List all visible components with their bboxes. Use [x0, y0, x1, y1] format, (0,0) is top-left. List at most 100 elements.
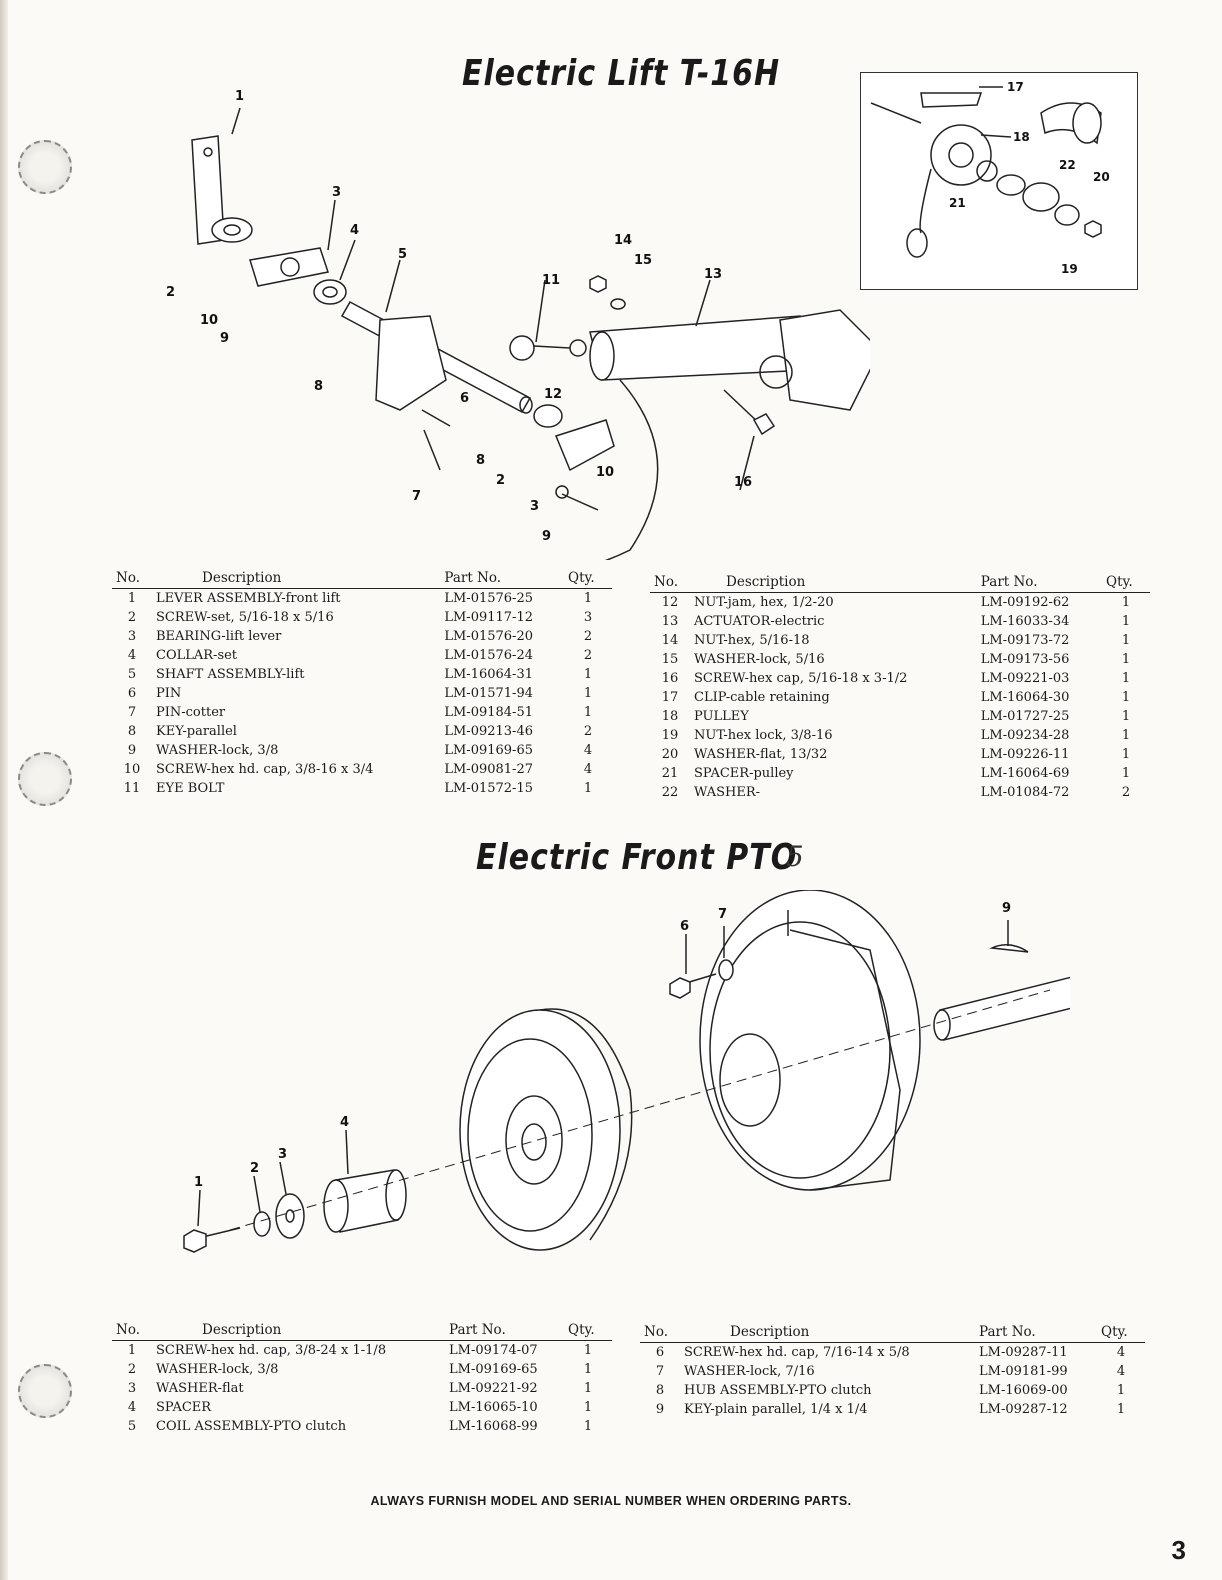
col-description: Description [680, 1324, 975, 1343]
cell-qty: 1 [1121, 747, 1131, 762]
col-part-no: Part No. [440, 570, 564, 589]
cell-description: COIL ASSEMBLY-PTO clutch [156, 1419, 347, 1434]
cell-part-no: LM-09169-65 [444, 743, 533, 758]
cell-part-no: LM-01576-24 [444, 648, 533, 663]
cell-qty: 1 [1121, 766, 1131, 781]
cell-description: LEVER ASSEMBLY-front lift [156, 591, 341, 606]
cell-no: 7 [127, 705, 137, 720]
cell-qty: 1 [1121, 671, 1131, 686]
punch-hole [18, 1364, 72, 1418]
cell-description: EYE BOLT [156, 781, 225, 796]
cell-part-no: LM-01571-94 [444, 686, 533, 701]
cell-part-no: LM-09169-65 [449, 1362, 538, 1377]
cell-part-no: LM-09173-56 [980, 652, 1070, 667]
callout-6: 6 [460, 391, 469, 406]
pto-callout-1: 1 [194, 1175, 203, 1190]
cell-no: 1 [127, 1343, 137, 1358]
cell-part-no: LM-09221-03 [980, 671, 1070, 686]
callout-17: 17 [1007, 80, 1024, 94]
cell-no: 15 [661, 652, 679, 667]
callout-1: 1 [235, 89, 244, 104]
cell-no: 12 [661, 595, 679, 610]
cell-part-no: LM-16064-31 [444, 667, 533, 682]
pto-callout-3: 3 [278, 1147, 287, 1162]
cell-qty: 1 [583, 1343, 593, 1358]
cell-part-no: LM-09174-07 [449, 1343, 538, 1358]
col-no: No. [640, 1324, 680, 1343]
col-part-no: Part No. [975, 1324, 1097, 1343]
cell-part-no: LM-09213-46 [444, 724, 533, 739]
pto-callout-6: 6 [680, 919, 689, 934]
pto-callout-2: 2 [250, 1161, 259, 1176]
punch-hole [18, 140, 72, 194]
cell-qty: 1 [583, 591, 593, 606]
cell-part-no: LM-09192-62 [980, 595, 1070, 610]
cell-description: PIN [156, 686, 182, 701]
callout-12: 12 [544, 387, 562, 402]
cell-qty: 1 [1121, 633, 1131, 648]
cell-qty: 2 [583, 648, 593, 663]
callout-13: 13 [704, 267, 722, 282]
cell-description: WASHER-flat [156, 1381, 244, 1396]
callout-2b: 2 [496, 473, 505, 488]
cell-description: WASHER-flat, 13/32 [694, 747, 828, 762]
cell-no: 5 [127, 667, 137, 682]
cell-qty: 1 [1121, 652, 1131, 667]
cell-description: SCREW-hex hd. cap, 3/8-16 x 3/4 [156, 762, 374, 777]
pto-callout-7: 7 [718, 907, 727, 922]
clutch-pulley-shape [459, 1009, 621, 1251]
cell-qty: 4 [1116, 1364, 1126, 1379]
cell-description: CLIP-cable retaining [694, 690, 830, 705]
cell-description: WASHER-lock, 3/8 [156, 743, 279, 758]
callout-22: 22 [1059, 158, 1076, 172]
pto-callout-9: 9 [1002, 901, 1011, 916]
cell-part-no: LM-09287-12 [979, 1402, 1068, 1417]
cell-no: 17 [661, 690, 679, 705]
cell-description: COLLAR-set [156, 648, 238, 663]
col-description: Description [152, 570, 441, 589]
cell-no: 22 [661, 785, 679, 800]
cell-description: PIN-cotter [156, 705, 226, 720]
cell-part-no: LM-01576-20 [444, 629, 533, 644]
pto-callout-4: 4 [340, 1115, 349, 1130]
cell-qty: 4 [583, 762, 593, 777]
cell-qty: 1 [583, 781, 593, 796]
col-part-no: Part No. [976, 574, 1102, 593]
cell-no: 8 [655, 1383, 665, 1398]
cell-no: 13 [661, 614, 679, 629]
callout-10b: 10 [596, 465, 614, 480]
cell-qty: 3 [583, 610, 593, 625]
cell-description: WASHER- [694, 785, 761, 800]
cell-description: SPACER [156, 1400, 212, 1415]
cell-description: BEARING-lift lever [156, 629, 282, 644]
cell-part-no: LM-01084-72 [980, 785, 1070, 800]
cell-no: 3 [127, 1381, 137, 1396]
cell-description: WASHER-lock, 5/16 [694, 652, 825, 667]
col-no: No. [112, 1322, 152, 1341]
cell-no: 5 [127, 1419, 137, 1434]
cell-description: KEY-plain parallel, 1/4 x 1/4 [684, 1402, 868, 1417]
cell-part-no: LM-16069-00 [979, 1383, 1068, 1398]
cell-part-no: LM-16064-69 [980, 766, 1070, 781]
pulley-inset: 17 18 22 20 21 19 [860, 72, 1138, 290]
cell-qty: 2 [583, 724, 593, 739]
cell-part-no: LM-09221-92 [449, 1381, 538, 1396]
cell-no: 1 [127, 591, 137, 606]
col-qty: Qty. [564, 570, 612, 589]
cell-description: SCREW-hex hd. cap, 3/8-24 x 1-1/8 [156, 1343, 387, 1358]
cell-no: 11 [123, 781, 141, 796]
